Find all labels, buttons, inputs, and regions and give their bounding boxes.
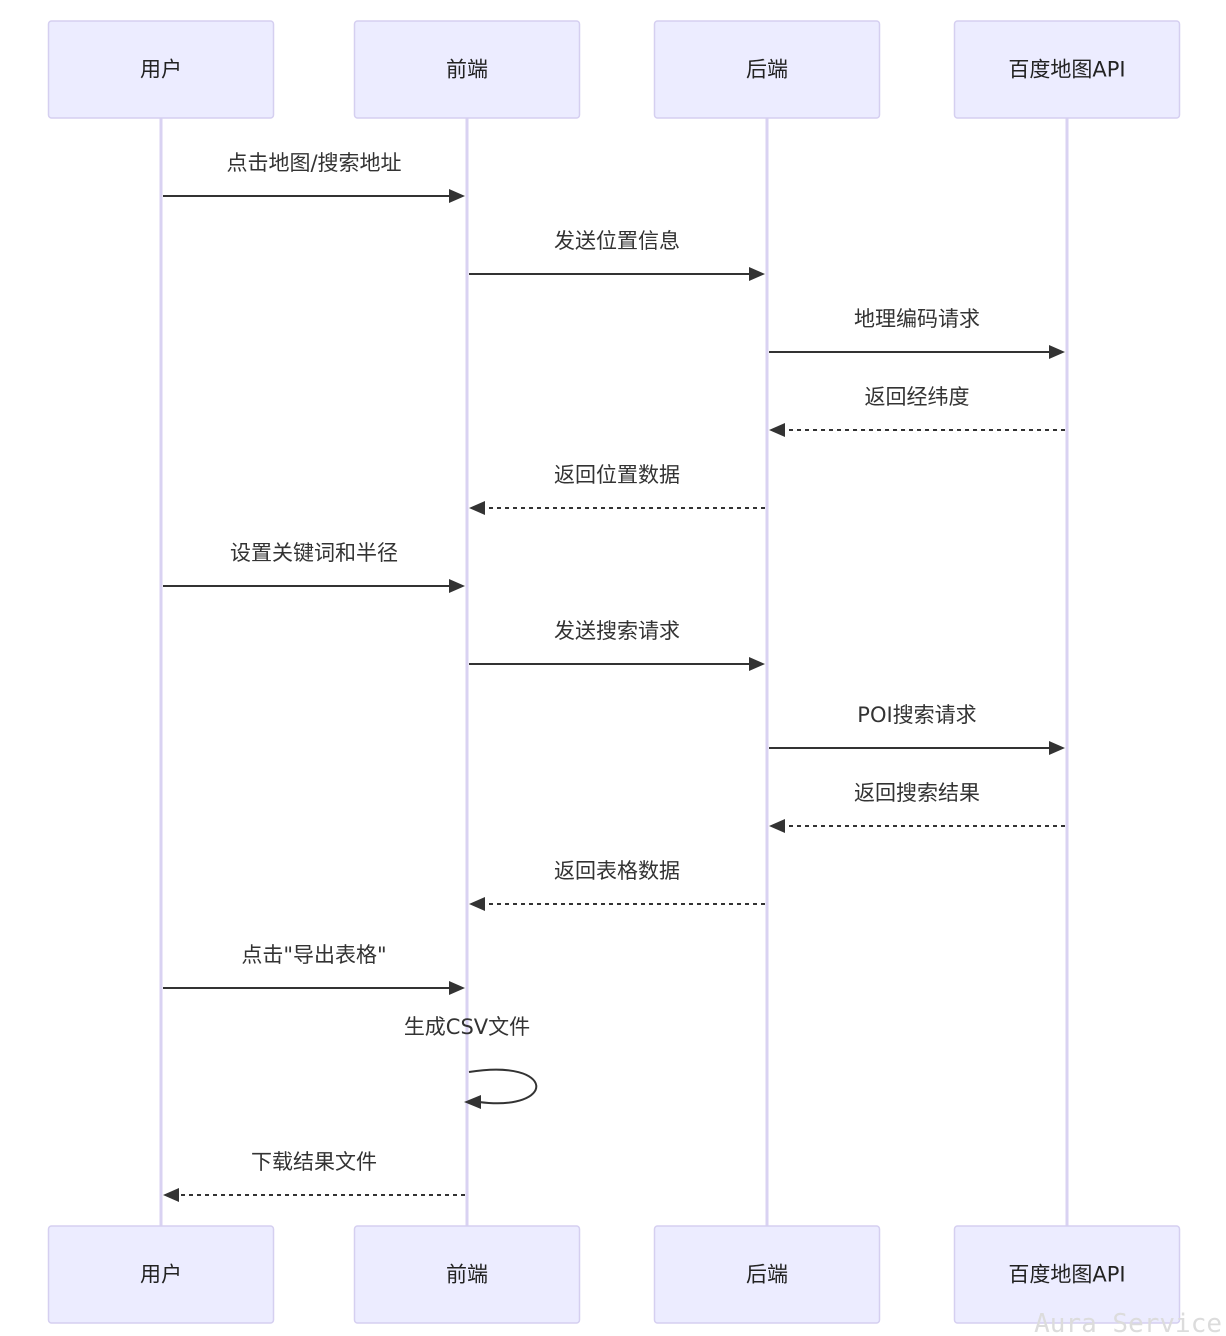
- message-7: 发送搜索请求: [469, 619, 765, 671]
- message-8: POI搜索请求: [769, 703, 1065, 755]
- actor-frontend-bottom: 前端: [353, 1225, 581, 1324]
- arrowhead-icon: [1049, 345, 1065, 359]
- message-label: POI搜索请求: [857, 703, 976, 727]
- watermark-text: Aura Service: [1034, 1309, 1222, 1336]
- message-label: 发送位置信息: [554, 229, 680, 253]
- actor-baidu-bottom: 百度地图API: [953, 1225, 1181, 1324]
- actor-box: [353, 1225, 581, 1324]
- actor-box: [47, 20, 275, 119]
- arrowhead-icon: [749, 267, 765, 281]
- actor-label: 百度地图API: [1008, 58, 1125, 82]
- message-label: 返回表格数据: [554, 859, 680, 883]
- actor-frontend-top: 前端: [353, 20, 581, 119]
- message-label: 返回位置数据: [554, 463, 680, 487]
- message-label: 点击地图/搜索地址: [226, 151, 401, 175]
- self-message-loop: [468, 1068, 538, 1105]
- arrowhead-icon: [469, 501, 485, 515]
- actor-label: 用户: [140, 1263, 182, 1287]
- actor-user-bottom: 用户: [47, 1225, 275, 1324]
- arrowhead-icon: [449, 981, 465, 995]
- actor-box: [953, 1225, 1181, 1324]
- message-label: 下载结果文件: [251, 1150, 377, 1174]
- message-11: 点击"导出表格": [163, 943, 465, 995]
- message-label: 返回搜索结果: [854, 781, 980, 805]
- message-9: 返回搜索结果: [769, 781, 1065, 833]
- message-12: 生成CSV文件: [404, 1015, 538, 1109]
- arrowhead-icon: [749, 657, 765, 671]
- message-label: 生成CSV文件: [404, 1015, 530, 1039]
- actor-backend-top: 后端: [653, 20, 881, 119]
- message-1: 点击地图/搜索地址: [163, 151, 465, 203]
- arrowhead-icon: [769, 423, 785, 437]
- message-5: 返回位置数据: [469, 463, 765, 515]
- message-label: 返回经纬度: [865, 385, 970, 409]
- arrowhead-icon: [769, 819, 785, 833]
- message-6: 设置关键词和半径: [163, 541, 465, 593]
- actor-baidu-top: 百度地图API: [953, 20, 1181, 119]
- actor-label: 前端: [446, 58, 488, 82]
- message-label: 发送搜索请求: [554, 619, 680, 643]
- actor-backend-bottom: 后端: [653, 1225, 881, 1324]
- actor-box: [653, 20, 881, 119]
- message-2: 发送位置信息: [469, 229, 765, 281]
- actor-box: [953, 20, 1181, 119]
- message-13: 下载结果文件: [163, 1150, 465, 1202]
- arrowhead-icon: [464, 1095, 481, 1109]
- actor-label: 后端: [746, 1263, 788, 1287]
- message-3: 地理编码请求: [769, 307, 1065, 359]
- actor-user-top: 用户: [47, 20, 275, 119]
- arrowhead-icon: [469, 897, 485, 911]
- message-10: 返回表格数据: [469, 859, 765, 911]
- message-label: 设置关键词和半径: [230, 541, 398, 565]
- arrowhead-icon: [1049, 741, 1065, 755]
- arrowhead-icon: [449, 189, 465, 203]
- actor-label: 用户: [140, 58, 182, 82]
- arrowhead-icon: [163, 1188, 179, 1202]
- message-4: 返回经纬度: [769, 385, 1065, 437]
- actor-label: 前端: [446, 1263, 488, 1287]
- arrowhead-icon: [449, 579, 465, 593]
- actor-box: [353, 20, 581, 119]
- message-label: 地理编码请求: [854, 307, 980, 331]
- actor-box: [47, 1225, 275, 1324]
- actor-label: 百度地图API: [1008, 1263, 1125, 1287]
- actor-box: [653, 1225, 881, 1324]
- actor-label: 后端: [746, 58, 788, 82]
- message-label: 点击"导出表格": [241, 943, 386, 967]
